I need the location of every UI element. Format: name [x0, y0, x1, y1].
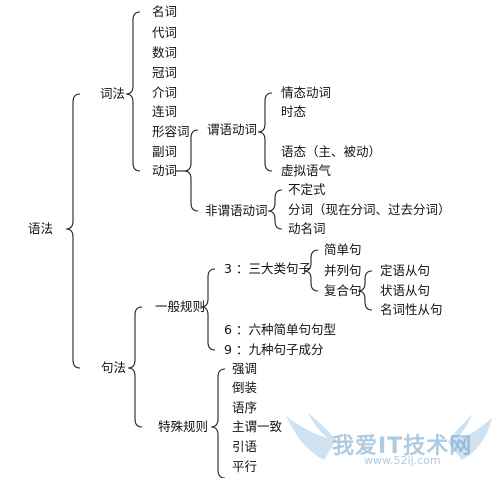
cifa-item-verb: 动词	[152, 163, 178, 178]
cifa-item: 连词	[152, 104, 178, 119]
special-item: 平行	[232, 459, 258, 474]
cifa-item: 数词	[152, 45, 178, 60]
cifa-item: 形容词	[152, 124, 190, 139]
clause-item: 状语从句	[380, 283, 431, 298]
special-rules-label: 特殊规则	[158, 419, 209, 434]
sentence-type-item: 简单句	[324, 242, 362, 257]
cifa-item: 冠词	[152, 65, 178, 80]
nine-num: 9	[224, 342, 232, 357]
predicate-item: 语态（主、被动）	[281, 144, 382, 159]
root-brace	[65, 93, 81, 369]
six-patterns-label: ：六种简单句句型	[236, 322, 337, 337]
cifa-item: 代词	[152, 25, 178, 40]
predicate-brace	[257, 92, 273, 172]
nonpredicate-item: 不定式	[288, 182, 326, 197]
three-types-label: ：三大类句子	[236, 261, 312, 276]
three-num: 3	[224, 261, 232, 276]
clause-item: 名词性从句	[380, 302, 443, 317]
nonpredicate-item: 分词（现在分词、过去分词）	[288, 202, 451, 217]
special-brace	[210, 368, 226, 478]
special-item: 引语	[232, 439, 258, 454]
cifa-item: 介词	[152, 85, 178, 100]
wing-logo-icon	[286, 412, 492, 460]
sentence-type-item: 复合句	[324, 283, 362, 298]
jufa-brace	[127, 306, 143, 428]
nonpredicate-item: 动名词	[288, 221, 326, 236]
nonpredicate-brace	[267, 189, 283, 230]
predicate-item: 虚拟语气	[281, 163, 332, 178]
watermark-text: 我爱IT技术网	[332, 434, 473, 459]
nonpredicate-verb-label: 非谓语动词	[205, 203, 268, 218]
cifa-item: 副词	[152, 144, 178, 159]
predicate-item: 时态	[281, 104, 307, 119]
nine-elements-label: ：九种句子成分	[236, 342, 324, 357]
site-watermark: 我爱IT技术网 www.52ij.com	[284, 410, 494, 474]
special-item: 主谓一致	[232, 419, 283, 434]
six-num: 6	[224, 322, 232, 337]
complex-brace	[357, 270, 373, 311]
cifa-item: 名词	[152, 4, 178, 19]
special-item: 强调	[232, 361, 258, 376]
special-item: 语序	[232, 400, 258, 415]
predicate-verb-label: 谓语动词	[207, 122, 258, 137]
predicate-item: 情态动词	[281, 85, 332, 100]
root-label: 语法	[28, 221, 54, 236]
three-brace	[303, 249, 319, 292]
cifa-label: 词法	[100, 86, 126, 101]
special-item: 倒装	[232, 380, 258, 395]
jufa-label: 句法	[101, 360, 127, 375]
sentence-type-item: 并列句	[324, 263, 362, 278]
clause-item: 定语从句	[380, 263, 431, 278]
general-rules-label: 一般规则	[155, 299, 206, 314]
general-brace	[200, 268, 216, 351]
watermark-url: www.52ij.com	[364, 454, 441, 467]
cifa-brace	[125, 11, 141, 172]
